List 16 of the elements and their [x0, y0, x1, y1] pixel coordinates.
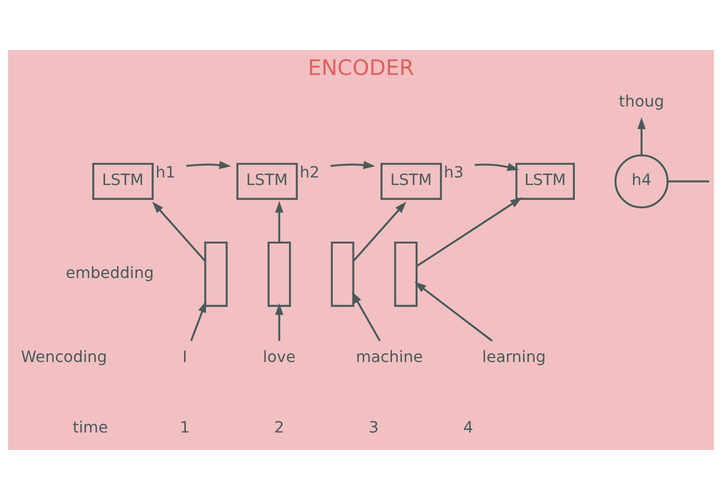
label: 2: [274, 418, 284, 436]
diagram-title: ENCODER: [308, 56, 414, 81]
node-text: love: [262, 348, 296, 366]
node-label: h2: [300, 163, 320, 182]
node-text: I: [182, 348, 188, 366]
node-label: h3: [444, 163, 464, 182]
node-text: machine: [356, 348, 423, 366]
node-text: learning: [482, 348, 546, 366]
node-text: thoug: [618, 92, 664, 110]
label: time: [72, 418, 108, 436]
label: Wencoding: [21, 348, 108, 366]
node-label: h1: [156, 163, 176, 182]
label: embedding: [66, 264, 154, 282]
label: 3: [368, 418, 379, 436]
label: 1: [180, 418, 190, 436]
label: 4: [463, 418, 474, 436]
